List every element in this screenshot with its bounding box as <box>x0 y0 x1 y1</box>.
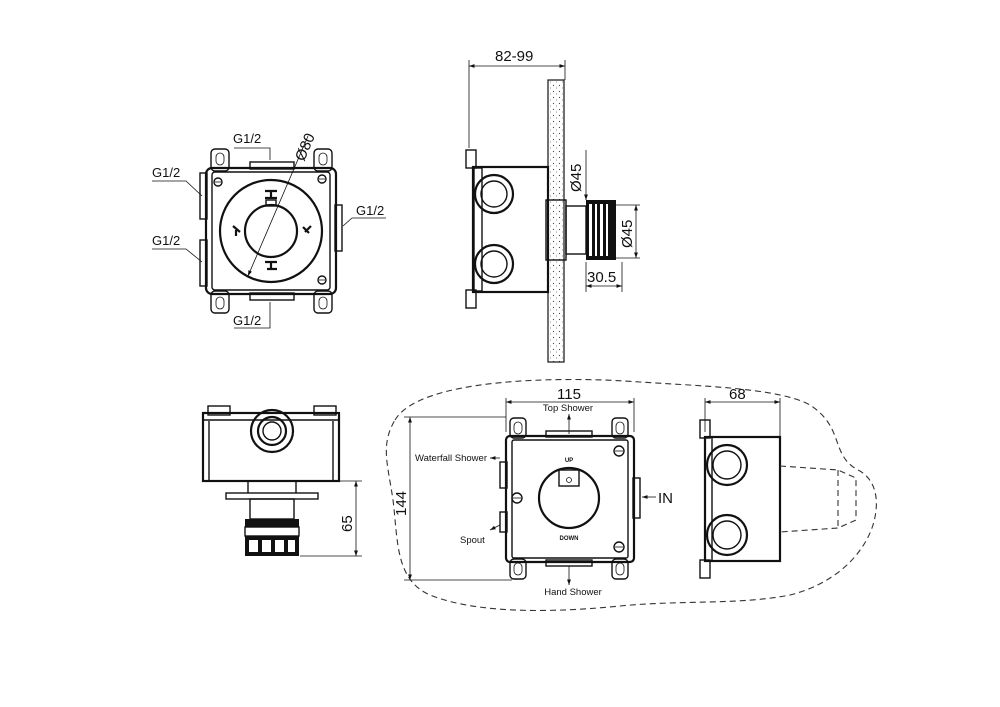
marker-bottom-icon <box>265 260 277 271</box>
top-shower-label: Top Shower <box>543 403 593 414</box>
bottom-lug-left <box>207 405 231 416</box>
ear-top-right <box>313 148 333 172</box>
screw-icon <box>213 177 223 187</box>
box-side-port-upper <box>705 443 749 487</box>
side-body <box>471 165 550 294</box>
label-bottom: G1/2 <box>233 313 261 328</box>
spindle <box>565 205 587 255</box>
up-label: UP <box>565 458 573 464</box>
box-front-view: UP DOWN Top Shower Waterfall Shower Spou… <box>393 386 673 598</box>
spout-label: Spout <box>460 535 485 546</box>
bottom-spindle <box>249 498 295 520</box>
dial-ring <box>218 178 324 284</box>
screw-icon <box>613 445 625 457</box>
cartridge-outline <box>779 465 857 533</box>
port-left-lower <box>199 239 208 287</box>
port-left-upper <box>199 172 208 220</box>
bottom-height-label: 65 <box>339 515 356 532</box>
side-len-label: 30.5 <box>587 269 616 286</box>
side-depth-label: 82-99 <box>495 48 533 65</box>
side-ear-top <box>465 149 477 169</box>
screw-icon <box>511 492 523 504</box>
bottom-lug-right <box>313 405 337 416</box>
hand-shower-label: Hand Shower <box>544 587 602 598</box>
bottom-view: 65 <box>201 405 362 557</box>
port-bottom <box>249 292 295 301</box>
ear-bottom-right <box>313 290 333 314</box>
side-dia-upper-label: Ø45 <box>568 164 585 192</box>
box-side-body <box>703 435 782 563</box>
box-width-label: 115 <box>557 386 581 403</box>
ear-bottom-left <box>210 290 230 314</box>
box-dial <box>537 466 601 530</box>
label-left-upper: G1/2 <box>152 165 180 180</box>
marker-top-icon <box>265 189 277 200</box>
label-right: G1/2 <box>356 203 384 218</box>
box-height-label: 144 <box>393 491 410 516</box>
ear-top-left <box>210 148 230 172</box>
marker-right-icon <box>302 225 312 234</box>
in-label: IN <box>658 490 673 507</box>
port-right <box>334 204 343 252</box>
wall-section <box>547 79 565 363</box>
screw-icon <box>317 174 327 184</box>
front-dia-label: Ø80 <box>292 131 319 164</box>
front-body <box>204 166 338 296</box>
box-side-view: 68 <box>699 386 857 579</box>
side-ear-bottom <box>465 289 477 309</box>
label-left-lower: G1/2 <box>152 233 180 248</box>
dia-leader <box>247 135 309 277</box>
bottom-flange <box>225 492 319 500</box>
side-port-upper <box>473 173 515 215</box>
box-body <box>504 434 636 564</box>
dial-knob <box>243 203 299 259</box>
side-dia-lower-label: Ø45 <box>619 220 636 248</box>
bottom-port <box>249 408 295 454</box>
box-side-width-label: 68 <box>729 386 746 403</box>
screw-icon <box>317 275 327 285</box>
box-side-port-lower <box>705 513 749 557</box>
screw-icon <box>613 541 625 553</box>
bottom-handle <box>245 536 299 556</box>
marker-left-icon <box>232 225 241 236</box>
side-port-lower <box>473 243 515 285</box>
side-view: 82-99 Ø45 Ø45 30.5 <box>465 48 640 363</box>
down-label: DOWN <box>560 536 579 542</box>
waterfall-shower-label: Waterfall Shower <box>415 453 487 464</box>
dashed-boundary <box>385 378 877 612</box>
label-top: G1/2 <box>233 131 261 146</box>
bottom-body <box>201 411 341 483</box>
port-top <box>249 161 295 170</box>
front-view: Ø80 G1/2 G1/2 G1/2 G1/2 G1/2 <box>152 131 386 329</box>
